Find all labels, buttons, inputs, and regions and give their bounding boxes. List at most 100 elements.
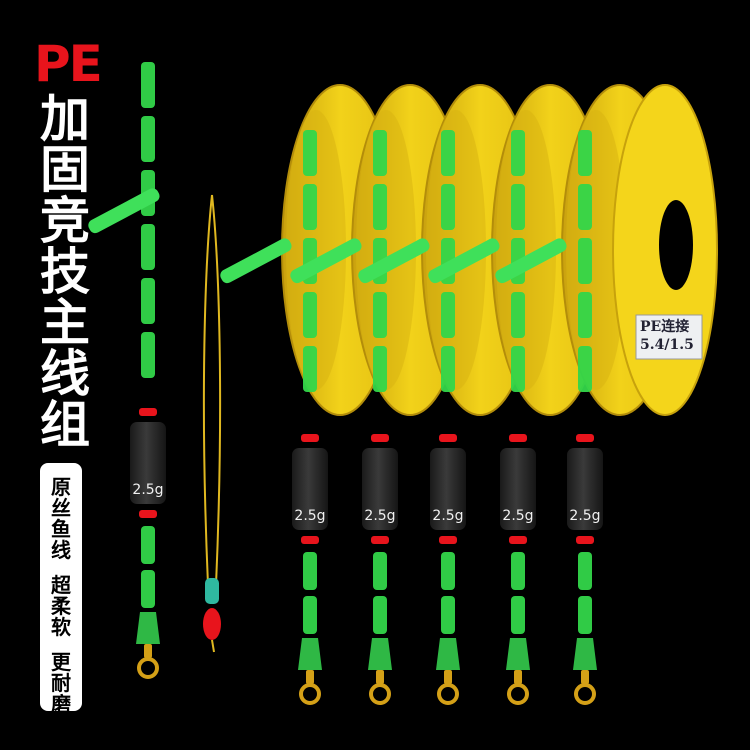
feature-char: 线 bbox=[51, 538, 71, 562]
weight-label: 2.5g bbox=[364, 508, 395, 524]
stopper-bead bbox=[439, 536, 457, 544]
swivel-ring bbox=[507, 683, 529, 705]
leader-loop bbox=[202, 194, 222, 653]
swivel bbox=[376, 670, 384, 684]
stopper-bead bbox=[301, 536, 319, 544]
connector-sleeve bbox=[436, 638, 460, 670]
swivel-ring bbox=[369, 683, 391, 705]
float-bead bbox=[141, 224, 155, 270]
float-weight bbox=[430, 448, 466, 530]
spool-label-line2: 5.4/1.5 bbox=[640, 337, 694, 353]
feature-char: 超 bbox=[51, 573, 71, 597]
float-bead bbox=[578, 238, 592, 284]
float-bead bbox=[141, 62, 155, 108]
feature-durable: 更 耐 磨 bbox=[51, 652, 71, 715]
float-bead bbox=[303, 596, 317, 634]
swivel bbox=[444, 670, 452, 684]
stopper-bead bbox=[509, 434, 527, 442]
float-bead bbox=[373, 596, 387, 634]
weight-labels: 2.5g 2.5g 2.5g 2.5g 2.5g 2.5g bbox=[132, 482, 600, 524]
float-bead bbox=[578, 292, 592, 338]
rig bbox=[358, 130, 466, 705]
swivel bbox=[144, 644, 152, 658]
feature-char: 柔 bbox=[51, 594, 71, 618]
stopper-bead bbox=[576, 536, 594, 544]
leader-bead bbox=[203, 608, 221, 640]
rig bbox=[88, 62, 166, 679]
stopper-bead bbox=[439, 434, 457, 442]
swivel-ring bbox=[137, 657, 159, 679]
float-weight bbox=[500, 448, 536, 530]
float-stick bbox=[495, 238, 567, 284]
float-bead bbox=[373, 552, 387, 590]
feature-char: 耐 bbox=[51, 671, 71, 695]
float-bead bbox=[303, 184, 317, 230]
spool-sticker bbox=[635, 314, 703, 360]
headline-prefix: PE bbox=[34, 35, 103, 93]
weight-label: 2.5g bbox=[569, 508, 600, 524]
float-bead bbox=[441, 292, 455, 338]
float-bead bbox=[511, 130, 525, 176]
float-bead bbox=[141, 278, 155, 324]
feature-soft: 超 柔 软 bbox=[51, 575, 71, 638]
float-stick bbox=[290, 238, 362, 284]
swivel-ring bbox=[574, 683, 596, 705]
stopper-bead bbox=[509, 536, 527, 544]
float-bead bbox=[373, 130, 387, 176]
weight-label: 2.5g bbox=[432, 508, 463, 524]
weight-label: 2.5g bbox=[294, 508, 325, 524]
float-bead bbox=[511, 292, 525, 338]
feature-char: 更 bbox=[51, 650, 71, 674]
float-bead bbox=[578, 184, 592, 230]
float-bead bbox=[441, 596, 455, 634]
connector-sleeve bbox=[136, 612, 160, 644]
spool-label: PE连接 5.4/1.5 bbox=[640, 318, 702, 354]
float-bead bbox=[441, 552, 455, 590]
stopper-bead bbox=[371, 536, 389, 544]
float-bead bbox=[303, 130, 317, 176]
rig-lines bbox=[88, 62, 603, 705]
swivel bbox=[306, 670, 314, 684]
headline-title: 加 固 竞 技 主 线 组 bbox=[30, 94, 100, 451]
swivel bbox=[581, 670, 589, 684]
float-bead bbox=[441, 184, 455, 230]
connector-sleeve bbox=[573, 638, 597, 670]
stopper-bead bbox=[371, 434, 389, 442]
feature-original-line: 原 丝 鱼 线 bbox=[51, 477, 71, 561]
float-bead bbox=[303, 292, 317, 338]
feature-char: 软 bbox=[51, 615, 71, 639]
float-stick bbox=[220, 238, 292, 284]
spool-label-line1: PE连接 bbox=[640, 319, 690, 335]
stopper-bead bbox=[139, 408, 157, 416]
leader-tail bbox=[211, 639, 215, 653]
stopper-bead bbox=[139, 510, 157, 518]
leader-line bbox=[202, 194, 213, 586]
headline-char: 技 bbox=[40, 243, 90, 301]
headline-char: 主 bbox=[40, 294, 90, 352]
spool-hole bbox=[659, 200, 693, 290]
float-bead bbox=[303, 552, 317, 590]
swivel-ring bbox=[437, 683, 459, 705]
float-bead bbox=[511, 184, 525, 230]
feature-char: 丝 bbox=[51, 496, 71, 520]
weight-label: 2.5g bbox=[132, 482, 163, 498]
weight-label: 2.5g bbox=[502, 508, 533, 524]
feature-char: 鱼 bbox=[51, 517, 71, 541]
float-bead bbox=[141, 116, 155, 162]
float-bead bbox=[441, 346, 455, 392]
float-bead bbox=[441, 130, 455, 176]
rig bbox=[290, 130, 398, 705]
leader-sleeve bbox=[205, 578, 219, 604]
swivel bbox=[514, 670, 522, 684]
headline-char: 组 bbox=[40, 396, 90, 454]
stopper-bead bbox=[576, 434, 594, 442]
connector-sleeve bbox=[298, 638, 322, 670]
leader-line bbox=[211, 194, 222, 586]
headline-char: 竞 bbox=[40, 192, 90, 250]
rig bbox=[220, 130, 328, 705]
rig bbox=[495, 130, 603, 705]
float-bead bbox=[511, 596, 525, 634]
rig bbox=[428, 130, 536, 705]
float-stick bbox=[358, 238, 430, 284]
feature-char: 磨 bbox=[51, 692, 71, 716]
